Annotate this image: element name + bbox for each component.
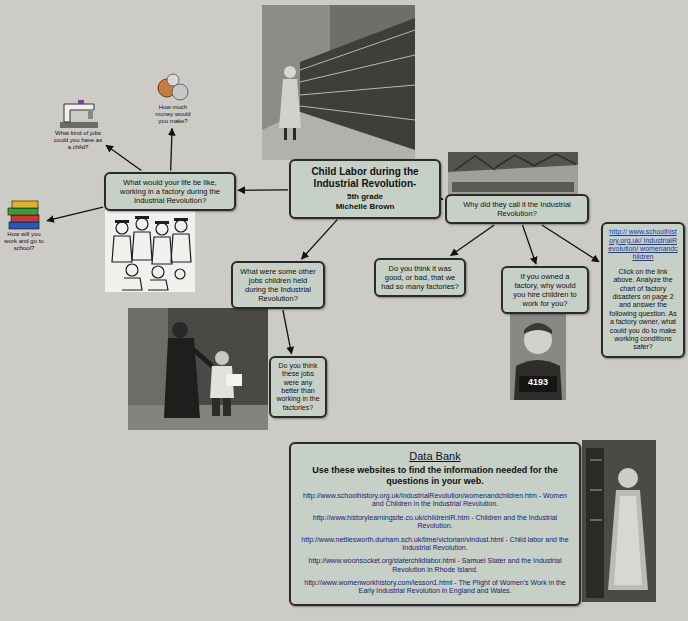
factory-girl-photo xyxy=(262,5,415,160)
node-heading: http:// www.schoolhistory.org.uk/ Indust… xyxy=(608,228,678,262)
machine xyxy=(586,448,604,598)
node-heading: What were some other jobs children held … xyxy=(238,267,318,303)
bobbin-rail xyxy=(590,490,602,491)
node-heading: Why did they call it the Industrial Revo… xyxy=(452,200,582,218)
node-text: http://www.schoolhistory.org.uk/Industri… xyxy=(301,492,569,509)
callout-number: 4193 xyxy=(519,378,557,388)
node-heading: Do you think it was good, or bad, that w… xyxy=(381,264,459,291)
node-heading: What kind of jobs could you have as a ch… xyxy=(53,130,103,152)
sewing-machine-icon xyxy=(60,100,98,128)
sketch-caps xyxy=(115,216,188,224)
topic-box: Child Labor during the Industrial Revolu… xyxy=(289,159,441,218)
needle-head xyxy=(88,110,93,119)
connector-arrow xyxy=(302,220,338,259)
node-text: http://www.womenworkhistory.com/lesson1.… xyxy=(301,579,569,596)
connector-arrow xyxy=(106,145,141,170)
machine-row xyxy=(452,182,574,192)
bobbin-rail xyxy=(590,460,602,461)
frame-rail xyxy=(300,30,415,70)
connector-arrow xyxy=(283,310,292,354)
frame-rail xyxy=(300,85,415,95)
node-heading: If you owned a factory, why would you hi… xyxy=(508,272,582,308)
coin xyxy=(172,84,188,100)
task-box: http:// www.schoolhistory.org.uk/ Indust… xyxy=(601,222,685,357)
girl-apron xyxy=(614,496,642,585)
boy-portrait-photo xyxy=(510,312,566,400)
node-text: 5th grade xyxy=(297,192,433,202)
node-heading: Data Bank xyxy=(301,450,569,463)
question-box: What were some other jobs children held … xyxy=(231,261,325,309)
bobbin-rail xyxy=(590,520,602,521)
girl-leg xyxy=(293,128,296,140)
node-heading: How will you work and go to school? xyxy=(4,231,44,253)
boy-hair xyxy=(524,323,552,334)
girl-head xyxy=(284,66,296,78)
connector-arrow xyxy=(47,207,103,221)
node-text: http://www.historylearningsite.co.uk/chi… xyxy=(301,514,569,531)
coins-icon xyxy=(158,74,188,100)
connector-arrow xyxy=(171,129,172,171)
data-bank-box: Data BankUse these websites to find the … xyxy=(289,442,581,606)
machine-base xyxy=(60,122,98,128)
boy-leg xyxy=(223,398,231,416)
node-text: Use these websites to find the informati… xyxy=(301,465,569,487)
newspapers xyxy=(226,374,242,386)
question-box: What would your life be like, working in… xyxy=(104,172,236,211)
boy-head xyxy=(215,351,229,365)
book xyxy=(9,222,39,229)
books-icon xyxy=(8,201,39,229)
question-box: Do you think it was good, or bad, that w… xyxy=(374,258,466,297)
connector-arrow xyxy=(442,198,443,199)
book xyxy=(8,208,38,215)
newsboy-street-photo xyxy=(128,308,268,430)
newsboys-sketch xyxy=(105,207,195,292)
book xyxy=(12,201,38,208)
question-box: If you owned a factory, why would you hi… xyxy=(501,266,589,314)
icon-question: How much money would you make? xyxy=(150,72,196,127)
photo-ground xyxy=(510,312,566,400)
connector-arrow xyxy=(451,225,495,256)
number-placard xyxy=(519,376,557,392)
icon-question: What kind of jobs could you have as a ch… xyxy=(52,98,104,153)
man-arm xyxy=(194,350,212,366)
girl-leg xyxy=(284,128,287,140)
girl-dress xyxy=(279,79,301,128)
roof-truss xyxy=(455,154,576,170)
coin xyxy=(167,74,179,86)
mill-girl-photo xyxy=(582,440,656,602)
connector-arrow xyxy=(523,225,536,264)
node-text: Michelle Brown xyxy=(297,202,433,212)
photo-ground xyxy=(582,440,656,602)
boy-jacket xyxy=(514,360,562,400)
node-text: Click on the link above. Analyze the cha… xyxy=(608,268,678,352)
node-text: http://www.nettlesworth.durham.sch.uk/ti… xyxy=(301,536,569,553)
boy-leg xyxy=(212,398,220,416)
photo-ground xyxy=(128,308,268,430)
roof xyxy=(448,152,578,172)
book xyxy=(11,215,39,222)
girl-head xyxy=(618,468,638,488)
photo-ground xyxy=(262,5,415,160)
node-heading: Child Labor during the Industrial Revolu… xyxy=(297,166,433,190)
machine-arm xyxy=(64,104,94,122)
node-heading: How much money would you make? xyxy=(151,104,195,126)
girl-dress xyxy=(608,490,648,590)
question-box: Why did they call it the Industrial Revo… xyxy=(445,194,589,224)
sketch-figures xyxy=(112,218,191,290)
node-heading: What would your life be like, working in… xyxy=(111,178,229,205)
icon-question: How will you work and go to school? xyxy=(3,199,45,254)
connector-arrow xyxy=(238,189,288,191)
man-hat xyxy=(172,322,188,338)
connector-arrow xyxy=(542,225,599,262)
frame-rail xyxy=(300,55,415,82)
spool xyxy=(78,100,84,104)
node-text: http://www.woonsocket.org/slaterchildlab… xyxy=(301,557,569,574)
sketch-ground xyxy=(105,207,195,292)
node-heading: Do you think these jobs were any better … xyxy=(276,362,320,412)
question-box: Do you think these jobs were any better … xyxy=(269,356,327,418)
